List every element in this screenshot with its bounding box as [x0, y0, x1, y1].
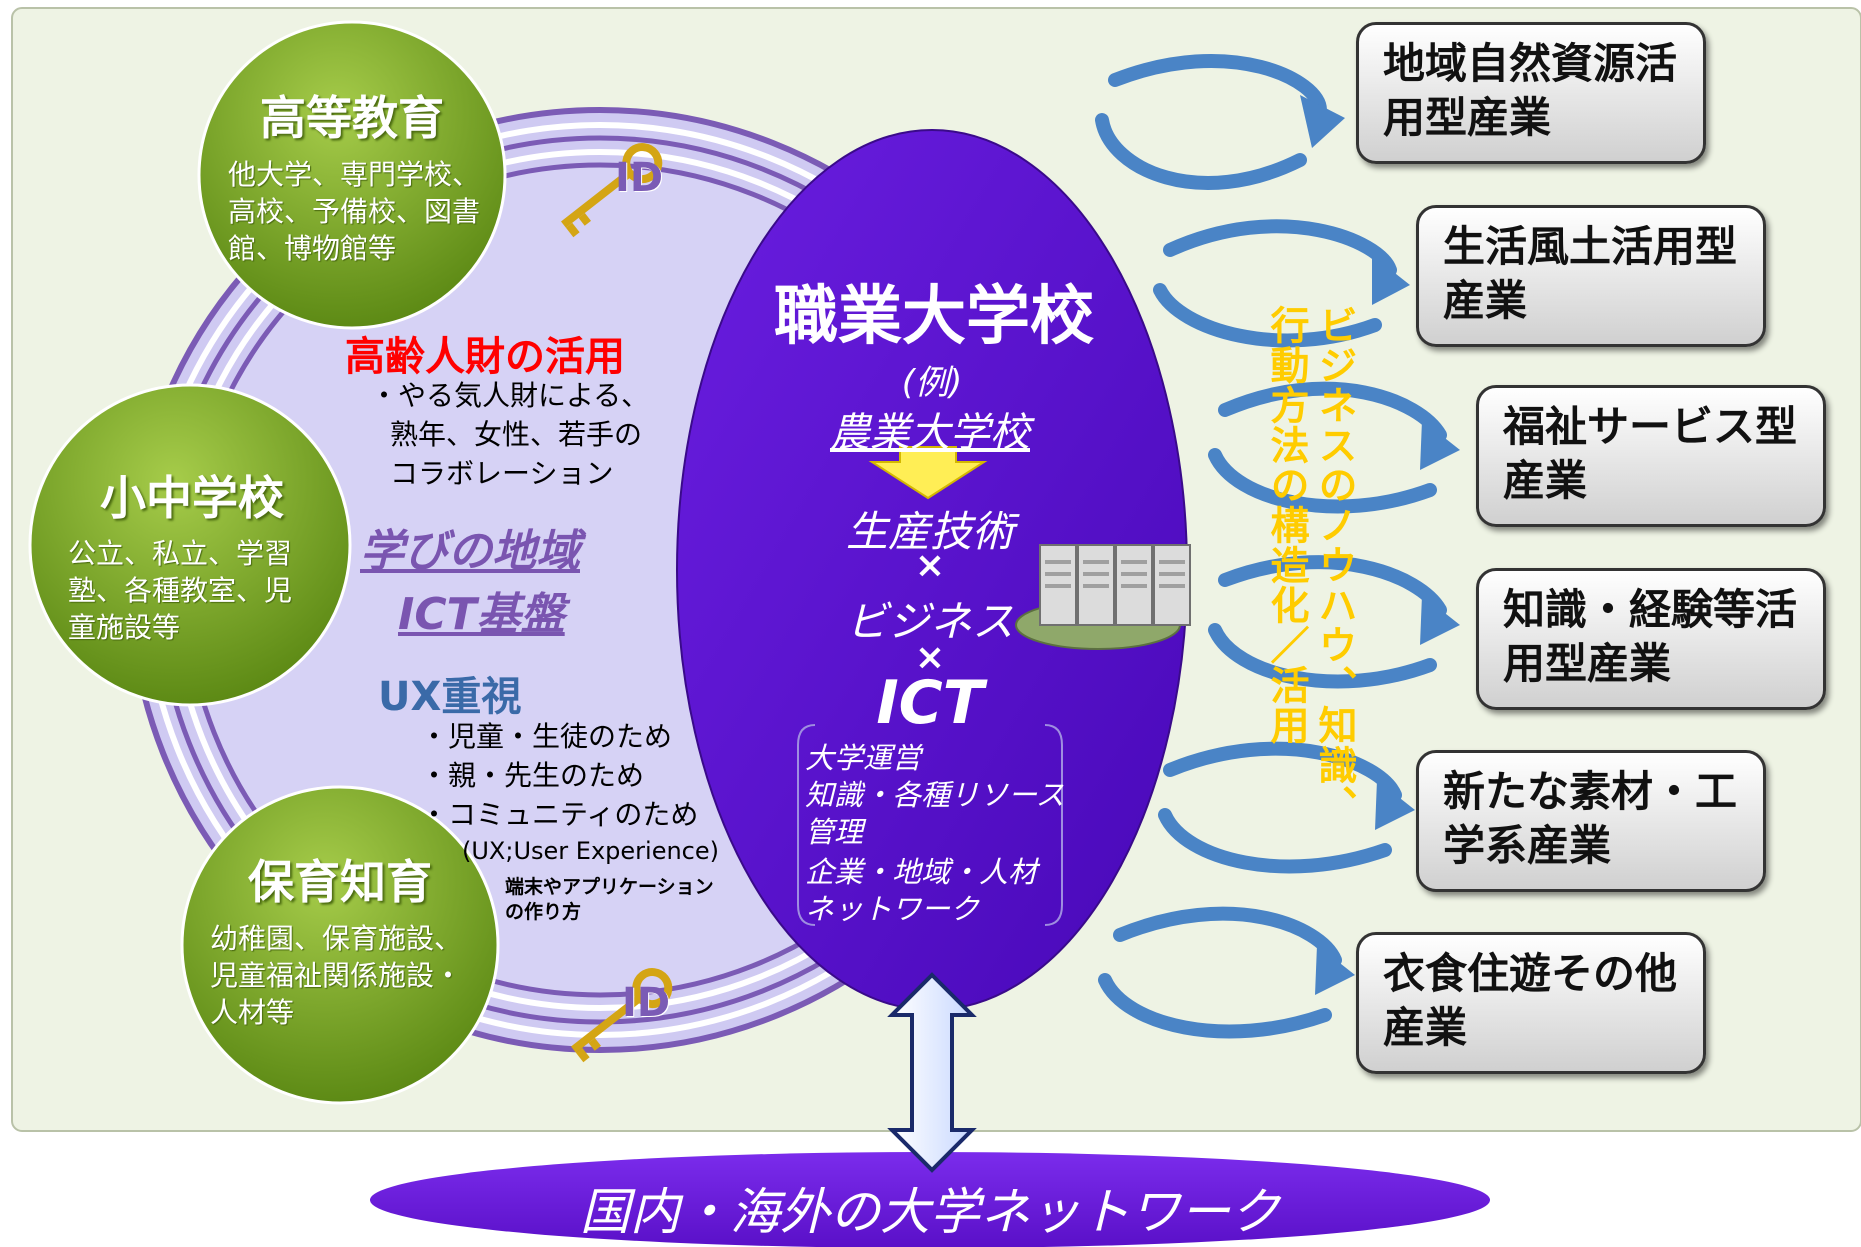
school-title: 小中学校 [100, 471, 284, 525]
center-function-5: ネットワーク [805, 892, 980, 926]
school-body: 公立、私立、学習塾、各種教室、児童施設等 [68, 537, 293, 644]
center-title: 職業大学校 [774, 280, 1094, 354]
key-icon-bottom [571, 968, 673, 1063]
center-formula-3: ICT [876, 668, 984, 738]
cycle-arrow-6 [1098, 906, 1355, 1039]
ux-item-1: ・児童・生徒のため [420, 720, 673, 753]
double-arrow [887, 972, 977, 1173]
childcare-body: 幼稚園、保育施設、児童福祉関係施設・人材等 [210, 922, 463, 1029]
higher-ed-circle [197, 20, 507, 330]
center-example: (例) [901, 363, 963, 403]
ux-item-3: ・コミュニティのため [420, 798, 699, 831]
functions-bracket [797, 724, 816, 926]
elder-line-3: コラボレーション [390, 457, 614, 490]
server-icon [1015, 544, 1191, 650]
childcare-circle [180, 785, 500, 1105]
center-formula-1: 生産技術 [845, 507, 1014, 556]
center-example-name: 農業大学校 [830, 410, 1030, 456]
elder-heading: 高齢人財の活用 [345, 334, 625, 380]
yellow-down-arrow [868, 446, 988, 500]
center-function-3: 管理 [805, 815, 864, 849]
id-label-bottom: ID [622, 980, 671, 1026]
industry-box-5: 新たな素材・工学系産業 [1416, 750, 1766, 892]
id-label-top: ID [615, 155, 664, 201]
center-function-4: 企業・地域・人材 [805, 855, 1038, 889]
elder-line-1: ・やる気人財による、 [370, 379, 650, 412]
higher-ed-body: 他大学、専門学校、高校、予備校、図書館、博物館等 [228, 158, 481, 265]
higher-ed-title: 高等教育 [260, 91, 444, 145]
industry-box-1: 地域自然資源活用型産業 [1356, 22, 1706, 164]
cycle-arrow-3 [1208, 381, 1460, 514]
cycle-arrow-1 [1095, 53, 1345, 190]
ux-note: (UX;User Experience) [462, 837, 719, 865]
center-formula-2: ビジネス [845, 597, 1014, 646]
center-times-2: × [914, 637, 946, 678]
industry-box-6: 衣食住遊その他産業 [1356, 932, 1706, 1074]
school-circle [28, 383, 352, 707]
vertical-text-col-2: 行動方法の構造化／活用 [1264, 305, 1309, 745]
center-function-2: 知識・各種リソース [805, 778, 1065, 812]
center-function-1: 大学運営 [805, 741, 922, 775]
network-ellipse [370, 1152, 1490, 1247]
ux-heading: UX重視 [378, 674, 522, 720]
cycle-arrow-5 [1158, 741, 1415, 874]
cycle-arrow-2 [1153, 219, 1410, 348]
childcare-title: 保育知育 [248, 855, 432, 909]
cycle-arrow-4 [1208, 555, 1460, 689]
platform-line-1: 学びの地域 [360, 526, 580, 577]
industry-box-4: 知識・経験等活用型産業 [1476, 568, 1826, 710]
ux-note2-line2: の作り方 [505, 901, 582, 923]
industry-box-2: 生活風土活用型産業 [1416, 205, 1766, 347]
key-icon-top [561, 143, 663, 238]
vertical-text-col-1: ビジネスのノウハウ、知識、 [1312, 305, 1357, 825]
platform-line-2: ICT基盤 [398, 589, 565, 640]
center-times-1: × [914, 545, 946, 586]
ux-note2-line1: 端末やアプリケーション [505, 876, 714, 898]
network-label: 国内・海外の大学ネットワーク [580, 1183, 1280, 1241]
ux-item-2: ・親・先生のため [420, 759, 645, 792]
cycle-arrows [1095, 53, 1460, 1039]
industry-box-3: 福祉サービス型産業 [1476, 385, 1826, 527]
elder-line-2: 熟年、女性、若手の [390, 418, 643, 451]
functions-bracket-right [1044, 724, 1063, 926]
